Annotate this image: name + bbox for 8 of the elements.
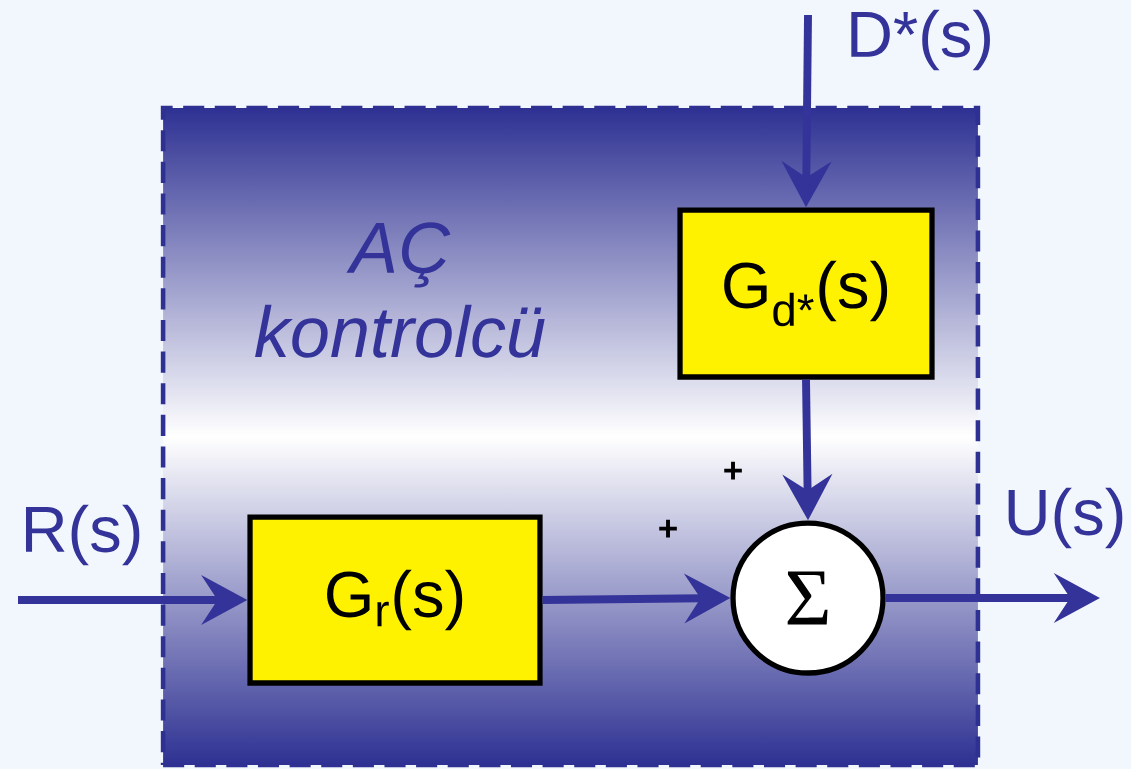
transfer-function-block: G$_{d*}$(s): [677, 207, 935, 380]
transfer-function-block: G$_{r}$(s): [247, 514, 543, 686]
signal-label: D*(s): [851, 9, 990, 71]
sign-label: +: [724, 461, 742, 480]
signal-label: U(s): [1008, 487, 1123, 549]
sign-label: +: [659, 519, 677, 538]
signal-label: R(s): [26, 504, 140, 566]
summing-junction: Σ: [730, 520, 886, 676]
